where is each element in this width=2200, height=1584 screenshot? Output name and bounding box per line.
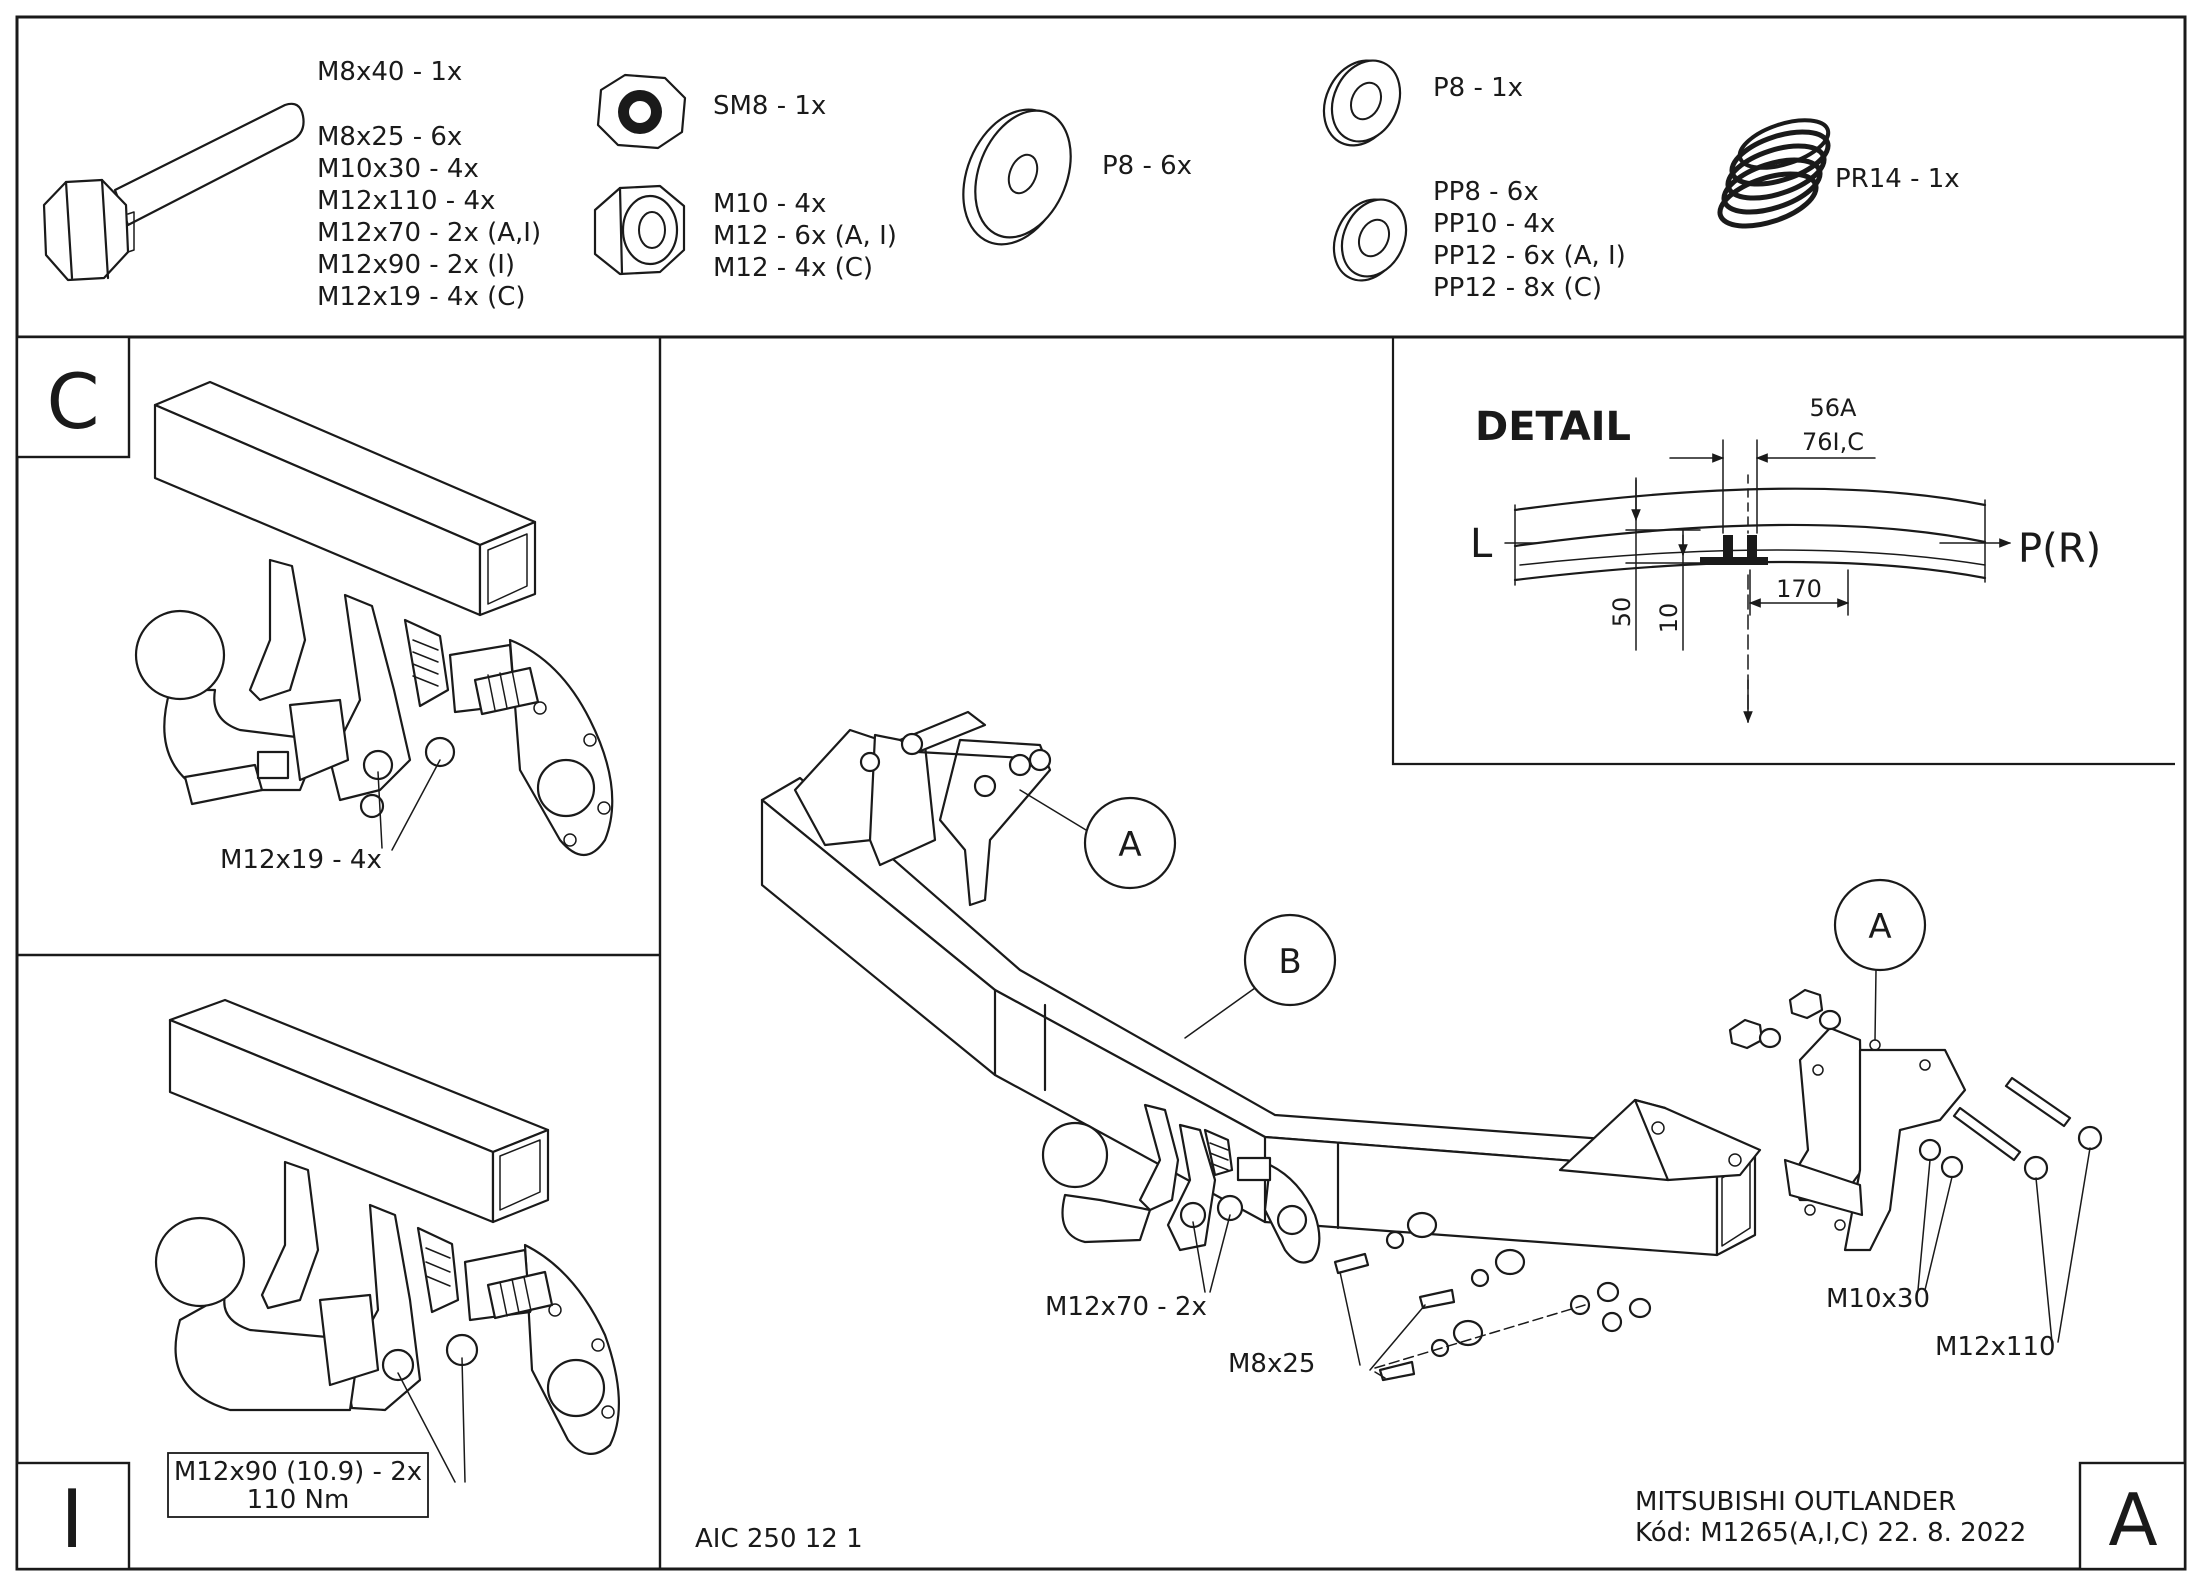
detail-dim-170: 170 — [1776, 575, 1822, 603]
panel-i: I — [15, 998, 620, 1571]
detail-box: DETAIL 56A 76I,C L P(R) 50 10 170 — [1391, 337, 2175, 766]
large-washer-drawing — [962, 108, 1072, 246]
bolt-label: M8x40 - 1x — [317, 57, 462, 87]
callout-m12x70: M12x70 - 2x — [1045, 1292, 1207, 1322]
hex-nut-drawing — [593, 184, 686, 276]
spring-washer-label: PP12 - 6x (A, I) — [1433, 241, 1626, 271]
hardware-bolt-drawing — [42, 102, 305, 282]
bubble-a-left-label: A — [1118, 825, 1141, 865]
bubble-a-left: A — [1019, 789, 1177, 890]
large-washer-label: P8 - 6x — [1102, 151, 1192, 181]
panel-i-callout-box — [167, 1452, 429, 1518]
spring-washer-label: PP8 - 6x — [1433, 177, 1539, 207]
bolt-label: M12x19 - 4x (C) — [317, 282, 526, 312]
vehicle-name: MITSUBISHI OUTLANDER — [1635, 1487, 1956, 1517]
panel-i-tube — [168, 998, 550, 1224]
bubble-a-right-label: A — [1868, 907, 1891, 947]
detail-right-label: P(R) — [2018, 526, 2101, 572]
spring-washer-label: PP10 - 4x — [1433, 209, 1555, 239]
assembly-letter-box: A — [2078, 1461, 2187, 1571]
bolt-label: M8x25 - 6x — [317, 122, 462, 152]
nut-list: M10 - 4x M12 - 6x (A, I) M12 - 4x (C) — [713, 189, 897, 283]
detail-dim-50: 50 — [1608, 597, 1636, 628]
detail-dim-top-1: 56A — [1810, 394, 1858, 422]
panel-i-nuts — [381, 1333, 479, 1483]
bolt-label: M12x110 - 4x — [317, 186, 495, 216]
right-side-plate — [1783, 1026, 1967, 1252]
fasteners-m8x25 — [1333, 1211, 1652, 1382]
spring-drawing — [1717, 118, 1831, 229]
main-ball-hitch — [1041, 1103, 1321, 1293]
lock-nut-label: SM8 - 1x — [713, 91, 826, 121]
panel-i-plate — [463, 1243, 620, 1455]
nut-label: M10 - 4x — [713, 189, 826, 219]
spring-washer-drawing — [1332, 198, 1408, 282]
bubble-a-right: A — [1833, 878, 1927, 1041]
bolt-label: M12x90 - 2x (I) — [317, 250, 515, 280]
fasteners-right — [1728, 988, 2103, 1343]
spring-label: PR14 - 1x — [1835, 164, 1960, 194]
assembly-letter: A — [2108, 1478, 2157, 1562]
panel-i-callout-line2: 110 Nm — [247, 1485, 350, 1515]
panel-c-tube — [153, 380, 537, 617]
flat-washer-drawing — [1322, 59, 1402, 147]
spring-washer-label: PP12 - 8x (C) — [1433, 273, 1602, 303]
nut-label: M12 - 6x (A, I) — [713, 221, 897, 251]
flat-washer-label: P8 - 1x — [1433, 73, 1523, 103]
nut-label: M12 - 4x (C) — [713, 253, 873, 283]
right-crossbar-bracket — [1558, 1098, 1762, 1182]
panel-c-nuts — [359, 736, 456, 851]
bubble-b: B — [1184, 913, 1337, 1039]
bolt-label: M12x70 - 2x (A,I) — [317, 218, 541, 248]
lock-nut-drawing — [596, 73, 687, 150]
panel-c-letter: C — [46, 357, 99, 446]
code-line: Kód: M1265(A,I,C) 22. 8. 2022 — [1635, 1518, 2026, 1548]
spring-washer-list: PP8 - 6x PP10 - 4x PP12 - 6x (A, I) PP12… — [1433, 177, 1626, 303]
detail-dim-10: 10 — [1655, 603, 1683, 634]
doc-code: AIC 250 12 1 — [695, 1524, 863, 1554]
sheet-frame — [15, 15, 2187, 1571]
panel-i-ball — [154, 1216, 380, 1412]
callout-m8x25: M8x25 — [1228, 1349, 1315, 1379]
detail-left-label: L — [1470, 521, 1493, 567]
bolt-list: M8x40 - 1x M8x25 - 6x M10x30 - 4x M12x11… — [317, 57, 541, 312]
panel-i-callout-line1: M12x90 (10.9) - 2x — [174, 1457, 422, 1487]
panel-c: C — [15, 335, 614, 875]
panel-c-ball — [134, 609, 350, 806]
callout-m12x110: M12x110 — [1935, 1332, 2056, 1362]
left-mount-bracket — [793, 710, 1052, 907]
callout-m10x30: M10x30 — [1826, 1284, 1930, 1314]
main-assembly: M12x70 - 2x — [760, 710, 2103, 1382]
panel-c-callout: M12x19 - 4x — [220, 845, 382, 875]
panel-c-plate — [448, 638, 614, 856]
panel-i-letter: I — [60, 1473, 84, 1566]
detail-title: DETAIL — [1475, 404, 1631, 450]
bolt-label: M10x30 - 4x — [317, 154, 479, 184]
panel-c-bracket — [248, 558, 450, 802]
detail-dim-top-2: 76I,C — [1802, 428, 1864, 456]
bubble-b-label: B — [1278, 942, 1301, 982]
